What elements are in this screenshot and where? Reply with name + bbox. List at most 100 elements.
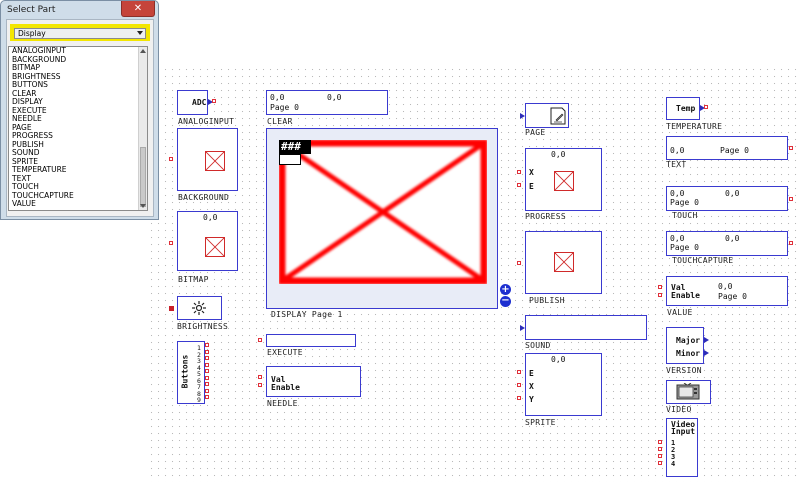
plus-icon: + <box>501 284 510 295</box>
part-list-item[interactable]: PROGRESS <box>12 131 53 140</box>
buttons-pin-label: 8 <box>197 389 201 398</box>
videoinput-input-pin[interactable] <box>658 440 662 444</box>
needle-enable-pin[interactable] <box>258 383 262 387</box>
videoinput-input-pin[interactable] <box>658 461 662 465</box>
progress-x-pin[interactable] <box>517 170 521 174</box>
text-part[interactable]: 0,0 Page 0 <box>666 136 788 160</box>
publish-part[interactable] <box>525 231 602 294</box>
buttons-output-pin[interactable] <box>205 375 209 380</box>
progress-part[interactable]: 0,0 X E <box>525 148 602 211</box>
zoom-out-button[interactable]: − <box>500 296 511 307</box>
sprite-label: SPRITE <box>525 418 556 427</box>
brightness-label: BRIGHTNESS <box>177 322 229 331</box>
buttons-output-pin[interactable] <box>205 356 209 360</box>
part-type-combobox[interactable]: Display <box>14 28 146 39</box>
zoom-in-button[interactable]: + <box>500 284 511 295</box>
version-minor-pin[interactable] <box>704 350 709 356</box>
analoginput-output-pin[interactable] <box>208 99 213 105</box>
value-label: VALUE <box>667 308 693 317</box>
part-list-item[interactable]: BUTTONS <box>12 80 48 89</box>
videoinput-input-pin[interactable] <box>658 447 662 451</box>
background-pin[interactable] <box>169 157 173 161</box>
touch-value-1: 0,0 <box>670 189 685 198</box>
scroll-up-icon[interactable] <box>140 49 146 53</box>
bitmap-pin[interactable] <box>169 241 173 245</box>
sprite-e-pin[interactable] <box>517 370 521 374</box>
touchcapture-pin[interactable] <box>789 241 793 245</box>
sprite-x-pin[interactable] <box>517 383 521 387</box>
brightness-pin[interactable] <box>169 306 174 311</box>
buttons-output-pin[interactable] <box>205 388 209 393</box>
sound-part[interactable] <box>525 315 647 340</box>
progress-value: 0,0 <box>551 150 566 159</box>
sprite-part[interactable]: 0,0 E X Y <box>525 353 602 416</box>
buttons-output-pin[interactable] <box>205 343 209 347</box>
execute-pin[interactable] <box>258 338 262 342</box>
touch-pin[interactable] <box>789 197 793 201</box>
scroll-down-icon[interactable] <box>140 204 146 208</box>
text-pin[interactable] <box>789 146 793 150</box>
execute-part[interactable] <box>266 334 356 347</box>
part-list-item[interactable]: EXECUTE <box>12 105 47 115</box>
listbox-scrollbar[interactable] <box>138 47 147 210</box>
display-part[interactable]: ### <box>266 128 498 309</box>
videoinput-input-pin[interactable] <box>658 454 662 458</box>
version-minor: Minor <box>676 349 701 358</box>
brightness-part[interactable] <box>177 296 222 320</box>
part-list-item[interactable]: PAGE <box>12 122 32 132</box>
needle-part[interactable]: Val Enable <box>266 366 361 397</box>
scrollbar-thumb[interactable] <box>140 147 146 207</box>
page-part[interactable] <box>525 103 569 128</box>
value-part[interactable]: Val Enable 0,0 Page 0 <box>666 276 788 306</box>
part-list-item[interactable]: TEMPERATURE <box>12 165 67 174</box>
part-list-item[interactable]: SOUND <box>12 148 40 157</box>
clear-part[interactable]: 0,0 0,0 Page 0 <box>266 90 388 115</box>
part-list-item[interactable]: DISPLAY <box>12 97 43 106</box>
buttons-output-pin[interactable] <box>205 362 209 367</box>
publish-pin[interactable] <box>517 261 521 265</box>
bitmap-part[interactable]: 0,0 <box>177 211 238 271</box>
part-list-item[interactable]: TOUCH <box>12 182 39 191</box>
part-list-item[interactable]: CLEAR <box>12 88 37 98</box>
touch-part[interactable]: 0,0 0,0 Page 0 <box>666 186 788 211</box>
value-enable-pin[interactable] <box>658 293 662 297</box>
part-list-item[interactable]: BRIGHTNESS <box>12 71 61 81</box>
part-list-item[interactable]: BACKGROUND <box>12 54 67 64</box>
background-part[interactable] <box>177 128 238 191</box>
buttons-output-pin[interactable] <box>205 369 209 373</box>
needle-val-pin[interactable] <box>258 375 262 379</box>
analoginput-pin[interactable] <box>212 99 216 103</box>
part-list-item[interactable]: NEEDLE <box>12 114 42 123</box>
sound-input-pin[interactable] <box>520 325 525 331</box>
part-list-item[interactable]: PUBLISH <box>12 139 44 149</box>
combo-highlight: Display <box>10 24 150 41</box>
version-major-pin[interactable] <box>704 337 709 343</box>
sprite-y-pin[interactable] <box>517 396 521 400</box>
part-list-item[interactable]: ANALOGINPUT <box>12 46 66 55</box>
video-part[interactable] <box>666 380 711 404</box>
buttons-output-pin[interactable] <box>205 395 209 399</box>
display-badge-shadow <box>279 154 301 165</box>
videoinput-pin-label: 4 <box>671 460 676 468</box>
part-list-item[interactable]: BITMAP <box>12 63 41 72</box>
part-list-item[interactable]: SPRITE <box>12 156 39 166</box>
part-list-item[interactable]: TEXT <box>12 173 31 183</box>
temperature-output-pin[interactable] <box>700 105 705 111</box>
part-list-item[interactable]: VALUE <box>12 199 36 208</box>
buttons-output-pin[interactable] <box>205 349 209 354</box>
part-list-item[interactable]: TOUCHCAPTURE <box>12 190 74 200</box>
analoginput-part[interactable]: ADC <box>177 90 208 115</box>
temperature-pin[interactable] <box>704 105 708 109</box>
page-input-pin[interactable] <box>520 113 525 119</box>
progress-e-pin[interactable] <box>517 183 521 187</box>
touchcapture-part[interactable]: 0,0 0,0 Page 0 <box>666 231 788 256</box>
version-part[interactable]: Major Minor <box>666 327 704 364</box>
value-val-pin[interactable] <box>658 285 662 289</box>
dialog-close-button[interactable]: ✕ <box>121 1 155 17</box>
temperature-part[interactable]: Temp <box>666 97 700 120</box>
buttons-output-pin[interactable] <box>205 382 209 386</box>
